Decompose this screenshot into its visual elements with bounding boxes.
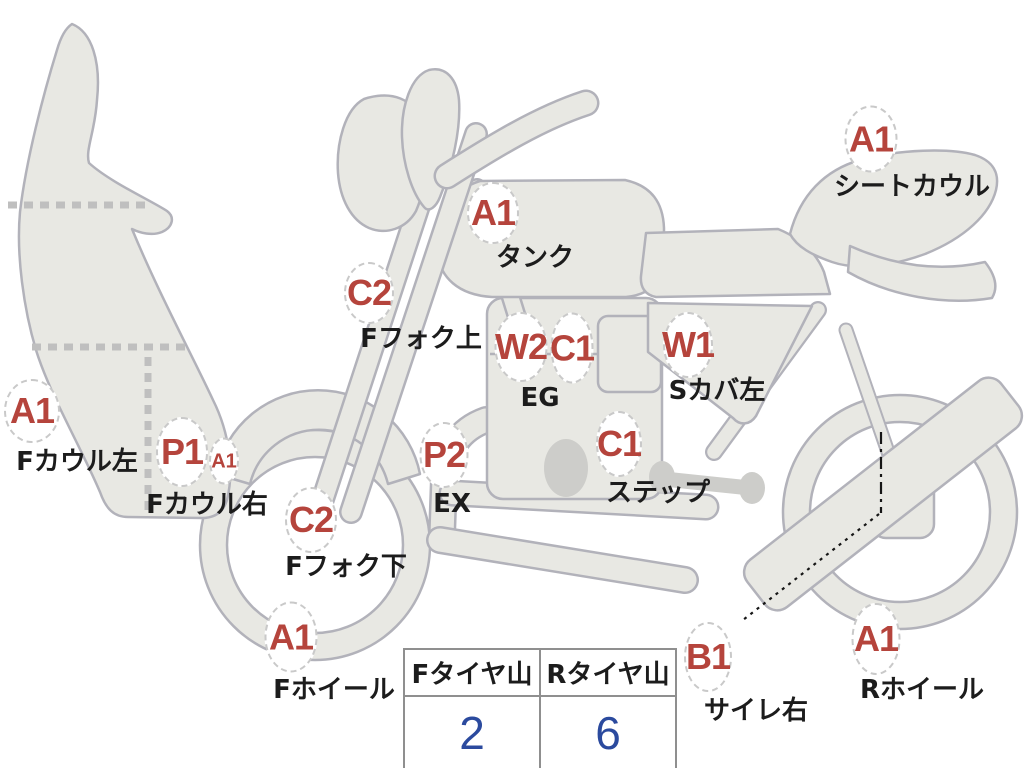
- label-engine: EG: [520, 383, 560, 413]
- badge-side-cover-left: W1: [662, 312, 715, 378]
- badge-engine-w2: W2: [494, 312, 548, 382]
- badge-front-wheel: A1: [264, 601, 318, 673]
- label-front-wheel: Fホイール: [273, 675, 395, 705]
- rear-tire-tread-value: 6: [539, 695, 677, 768]
- label-front-fork-upper: Fフォク上: [360, 324, 482, 354]
- label-step: ステップ: [605, 478, 711, 508]
- badge-front-fork-lower: C2: [285, 487, 337, 553]
- badge-front-fork-upper: C2: [344, 262, 394, 324]
- badge-seat-cowl: A1: [844, 105, 898, 173]
- front-tire-tread-value: 2: [403, 695, 541, 768]
- badge-rear-wheel: A1: [851, 603, 901, 675]
- silencer: [742, 376, 1024, 612]
- silencer-pointer-line: [742, 432, 883, 621]
- label-front-fork-lower: Fフォク下: [285, 552, 407, 582]
- tail-lower-cowl: [846, 244, 997, 302]
- front-tire-tread-header: Fタイヤ山: [403, 648, 541, 697]
- badge-engine-c1: C1: [550, 312, 595, 384]
- badge-front-cowl-right: P1: [156, 417, 208, 487]
- label-front-cowl-left: Fカウル左: [16, 447, 138, 477]
- front-fender: [214, 389, 422, 486]
- badge-exhaust: P2: [419, 422, 469, 488]
- rear-shock: [838, 322, 896, 460]
- label-front-cowl-right: Fカウル右: [146, 490, 268, 520]
- label-exhaust: EX: [433, 489, 471, 519]
- badge-front-cowl-left: A1: [4, 379, 60, 443]
- label-seat-cowl: シートカウル: [833, 172, 991, 202]
- badge-step: C1: [596, 411, 642, 477]
- tire-tread-table: Fタイヤ山 Rタイヤ山 2 6: [403, 648, 677, 768]
- label-rear-wheel: Rホイール: [859, 675, 985, 705]
- handlebar: [433, 89, 600, 190]
- label-silencer-right: サイレ右: [703, 696, 809, 726]
- cowl-split-dashlines: [8, 201, 190, 513]
- rear-tire-tread-header: Rタイヤ山: [539, 648, 677, 697]
- label-tank: タンク: [495, 243, 575, 273]
- badge-silencer-right: B1: [684, 622, 732, 692]
- step-bar: [649, 461, 765, 504]
- label-side-cover-left: Sカバ左: [668, 376, 766, 406]
- badge-tank: A1: [467, 182, 519, 244]
- seat-cowl-shape: [788, 149, 999, 268]
- badge-front-cowl-right-secondary: A1: [209, 437, 239, 485]
